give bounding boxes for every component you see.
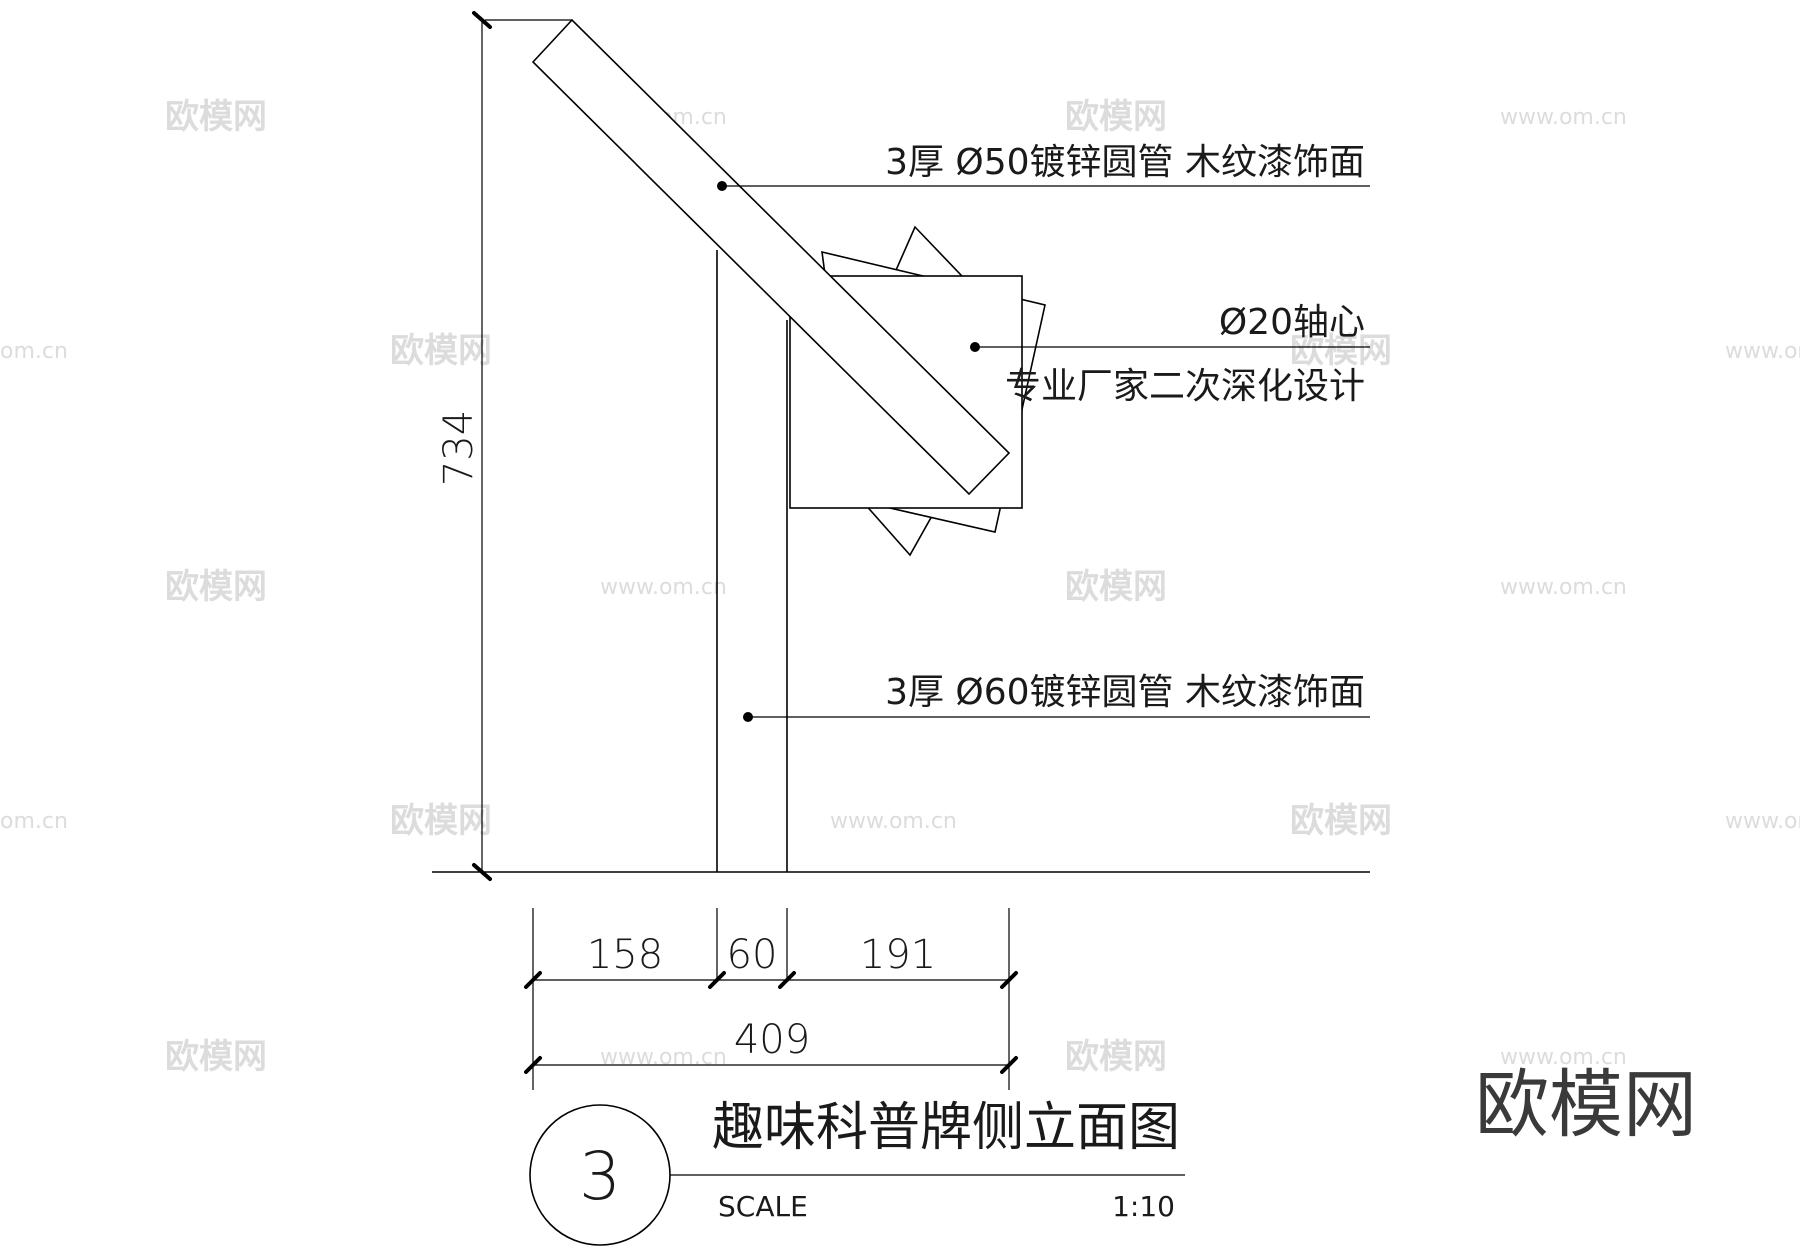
drawing-number: 3: [579, 1138, 621, 1215]
watermark-url: www.om.cn: [1500, 1045, 1627, 1070]
scale-label: SCALE: [718, 1190, 808, 1223]
width-dimension-158: 158: [587, 932, 663, 978]
annotation-leaders: 3厚 Ø50镀锌圆管 木纹漆饰面 Ø20轴心 专业厂家二次深化设计 3厚 Ø60…: [717, 142, 1370, 722]
sign-geometry: [432, 18, 1370, 873]
watermark-url: om.cn: [0, 809, 68, 834]
watermark-brand: 欧模网: [165, 567, 267, 607]
dim-tick: [472, 863, 492, 881]
width-dimension-191: 191: [860, 932, 936, 978]
width-dimensions: 158 60 191 409: [524, 908, 1018, 1090]
watermark-layer: 欧模网 www.om.cn 欧模网 www.om.cn om.cn 欧模网 ww…: [0, 97, 1800, 1077]
watermark-brand: 欧模网: [1290, 331, 1392, 371]
upper-pipe-note: 3厚 Ø50镀锌圆管 木纹漆饰面: [885, 142, 1365, 183]
lower-pipe-note: 3厚 Ø60镀锌圆管 木纹漆饰面: [885, 672, 1365, 713]
watermark-url: www.om.cn: [1725, 809, 1800, 834]
watermark-brand: 欧模网: [1065, 567, 1167, 607]
manufacturer-note: 专业厂家二次深化设计: [1005, 366, 1365, 407]
dim-tick: [524, 1056, 542, 1074]
watermark-brand: 欧模网: [1065, 1037, 1167, 1077]
width-dimension-60: 60: [727, 932, 778, 978]
watermark-url: www.om.cn: [1725, 339, 1800, 364]
watermark-url: www.om.cn: [830, 809, 957, 834]
watermark-url: om.cn: [0, 339, 68, 364]
title-block: 3 趣味科普牌侧立面图 SCALE 1:10: [529, 1098, 1185, 1246]
drawing-title: 趣味科普牌侧立面图: [712, 1098, 1180, 1158]
total-width-dimension: 409: [734, 1017, 810, 1063]
height-dimension: 734: [436, 11, 492, 881]
dim-tick: [1000, 1056, 1018, 1074]
watermark-brand: 欧模网: [1065, 97, 1167, 137]
dim-tick: [524, 971, 542, 989]
height-dimension-value: 734: [436, 410, 482, 486]
watermark-url: www.om.cn: [1500, 105, 1627, 130]
watermark-brand: 欧模网: [165, 97, 267, 137]
dim-tick: [778, 971, 796, 989]
watermark-brand: 欧模网: [165, 1037, 267, 1077]
dim-tick: [1000, 971, 1018, 989]
diagonal-arm: [531, 18, 1011, 496]
scale-value: 1:10: [1112, 1190, 1175, 1223]
watermark-url: www.om.cn: [600, 575, 727, 600]
dim-tick: [472, 11, 492, 29]
dim-tick: [708, 971, 726, 989]
brand-logo: 欧模网: [1475, 1062, 1697, 1148]
watermark-brand: 欧模网: [390, 801, 492, 841]
axle-note: Ø20轴心: [1219, 302, 1365, 343]
watermark-url: www.om.cn: [1500, 575, 1627, 600]
watermark-brand: 欧模网: [390, 331, 492, 371]
watermark-brand: 欧模网: [1290, 801, 1392, 841]
watermark-url: www.om.cn: [600, 1045, 727, 1070]
